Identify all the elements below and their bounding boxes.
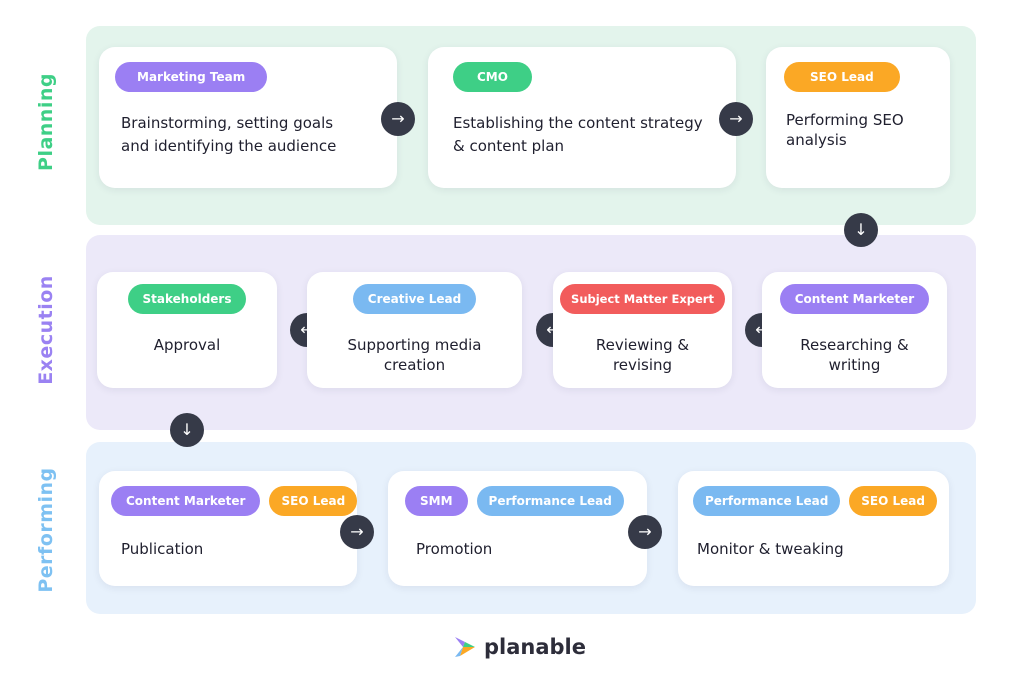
step-text: Monitor & tweaking — [697, 540, 844, 558]
role-tag: SEO Lead — [784, 62, 900, 92]
step-text: Publication — [121, 540, 204, 558]
role-tag: Performance Lead — [476, 486, 624, 516]
card-seo-analysis: SEO Lead Performing SEO analysis — [766, 47, 950, 188]
card-content-strategy: CMO Establishing the content strategy & … — [428, 47, 736, 188]
card-reviewing: Subject Matter Expert Reviewing & revisi… — [553, 272, 732, 388]
role-tag: Marketing Team — [115, 62, 268, 92]
card-publication: Content Marketer SEO Lead Publication — [99, 471, 358, 586]
role-tag: SMM — [405, 486, 468, 516]
card-media-creation: Creative Lead Supporting media creation — [307, 272, 522, 388]
arrow-right-icon: → — [340, 515, 374, 549]
step-text: Promotion — [416, 540, 493, 558]
arrow-right-icon: → — [628, 515, 662, 549]
step-text: Reviewing & revising — [595, 336, 690, 374]
phase-label-planning: Planning — [35, 73, 57, 171]
phase-label-performing: Performing — [35, 467, 57, 593]
role-tag: SEO Lead — [269, 486, 358, 516]
role-tag: Creative Lead — [352, 284, 477, 314]
card-promotion: SMM Performance Lead Promotion — [388, 471, 647, 586]
role-tag: Content Marketer — [111, 486, 261, 516]
step-text: Approval — [153, 336, 221, 354]
arrow-down-icon: ↓ — [170, 413, 204, 447]
role-tag: Content Marketer — [779, 284, 930, 314]
step-text: Supporting media creation — [347, 336, 482, 374]
role-tag: Subject Matter Expert — [560, 284, 725, 314]
step-text: Establishing the content strategy & cont… — [453, 114, 703, 155]
arrow-right-icon: → — [719, 102, 753, 136]
role-tag: Performance Lead — [693, 486, 841, 516]
card-monitoring: Performance Lead SEO Lead Monitor & twea… — [678, 471, 949, 586]
card-approval: Stakeholders Approval — [97, 272, 277, 388]
role-tag: SEO Lead — [849, 486, 937, 516]
step-text: Researching & writing — [800, 336, 909, 374]
card-researching: Content Marketer Researching & writing — [762, 272, 947, 388]
step-text: Performing SEO analysis — [786, 111, 904, 149]
arrow-down-icon: ↓ — [844, 213, 878, 247]
phase-label-execution: Execution — [35, 275, 57, 385]
arrow-right-icon: → — [381, 102, 415, 136]
role-tag: CMO — [453, 62, 532, 92]
logo-text: planable — [484, 635, 586, 659]
role-tag: Stakeholders — [127, 284, 247, 314]
step-text: Brainstorming, setting goals and identif… — [121, 114, 337, 155]
card-brainstorming: Marketing Team Brainstorming, setting go… — [99, 47, 397, 188]
planable-logo-icon — [455, 637, 475, 657]
planable-logo: planable — [452, 634, 586, 660]
